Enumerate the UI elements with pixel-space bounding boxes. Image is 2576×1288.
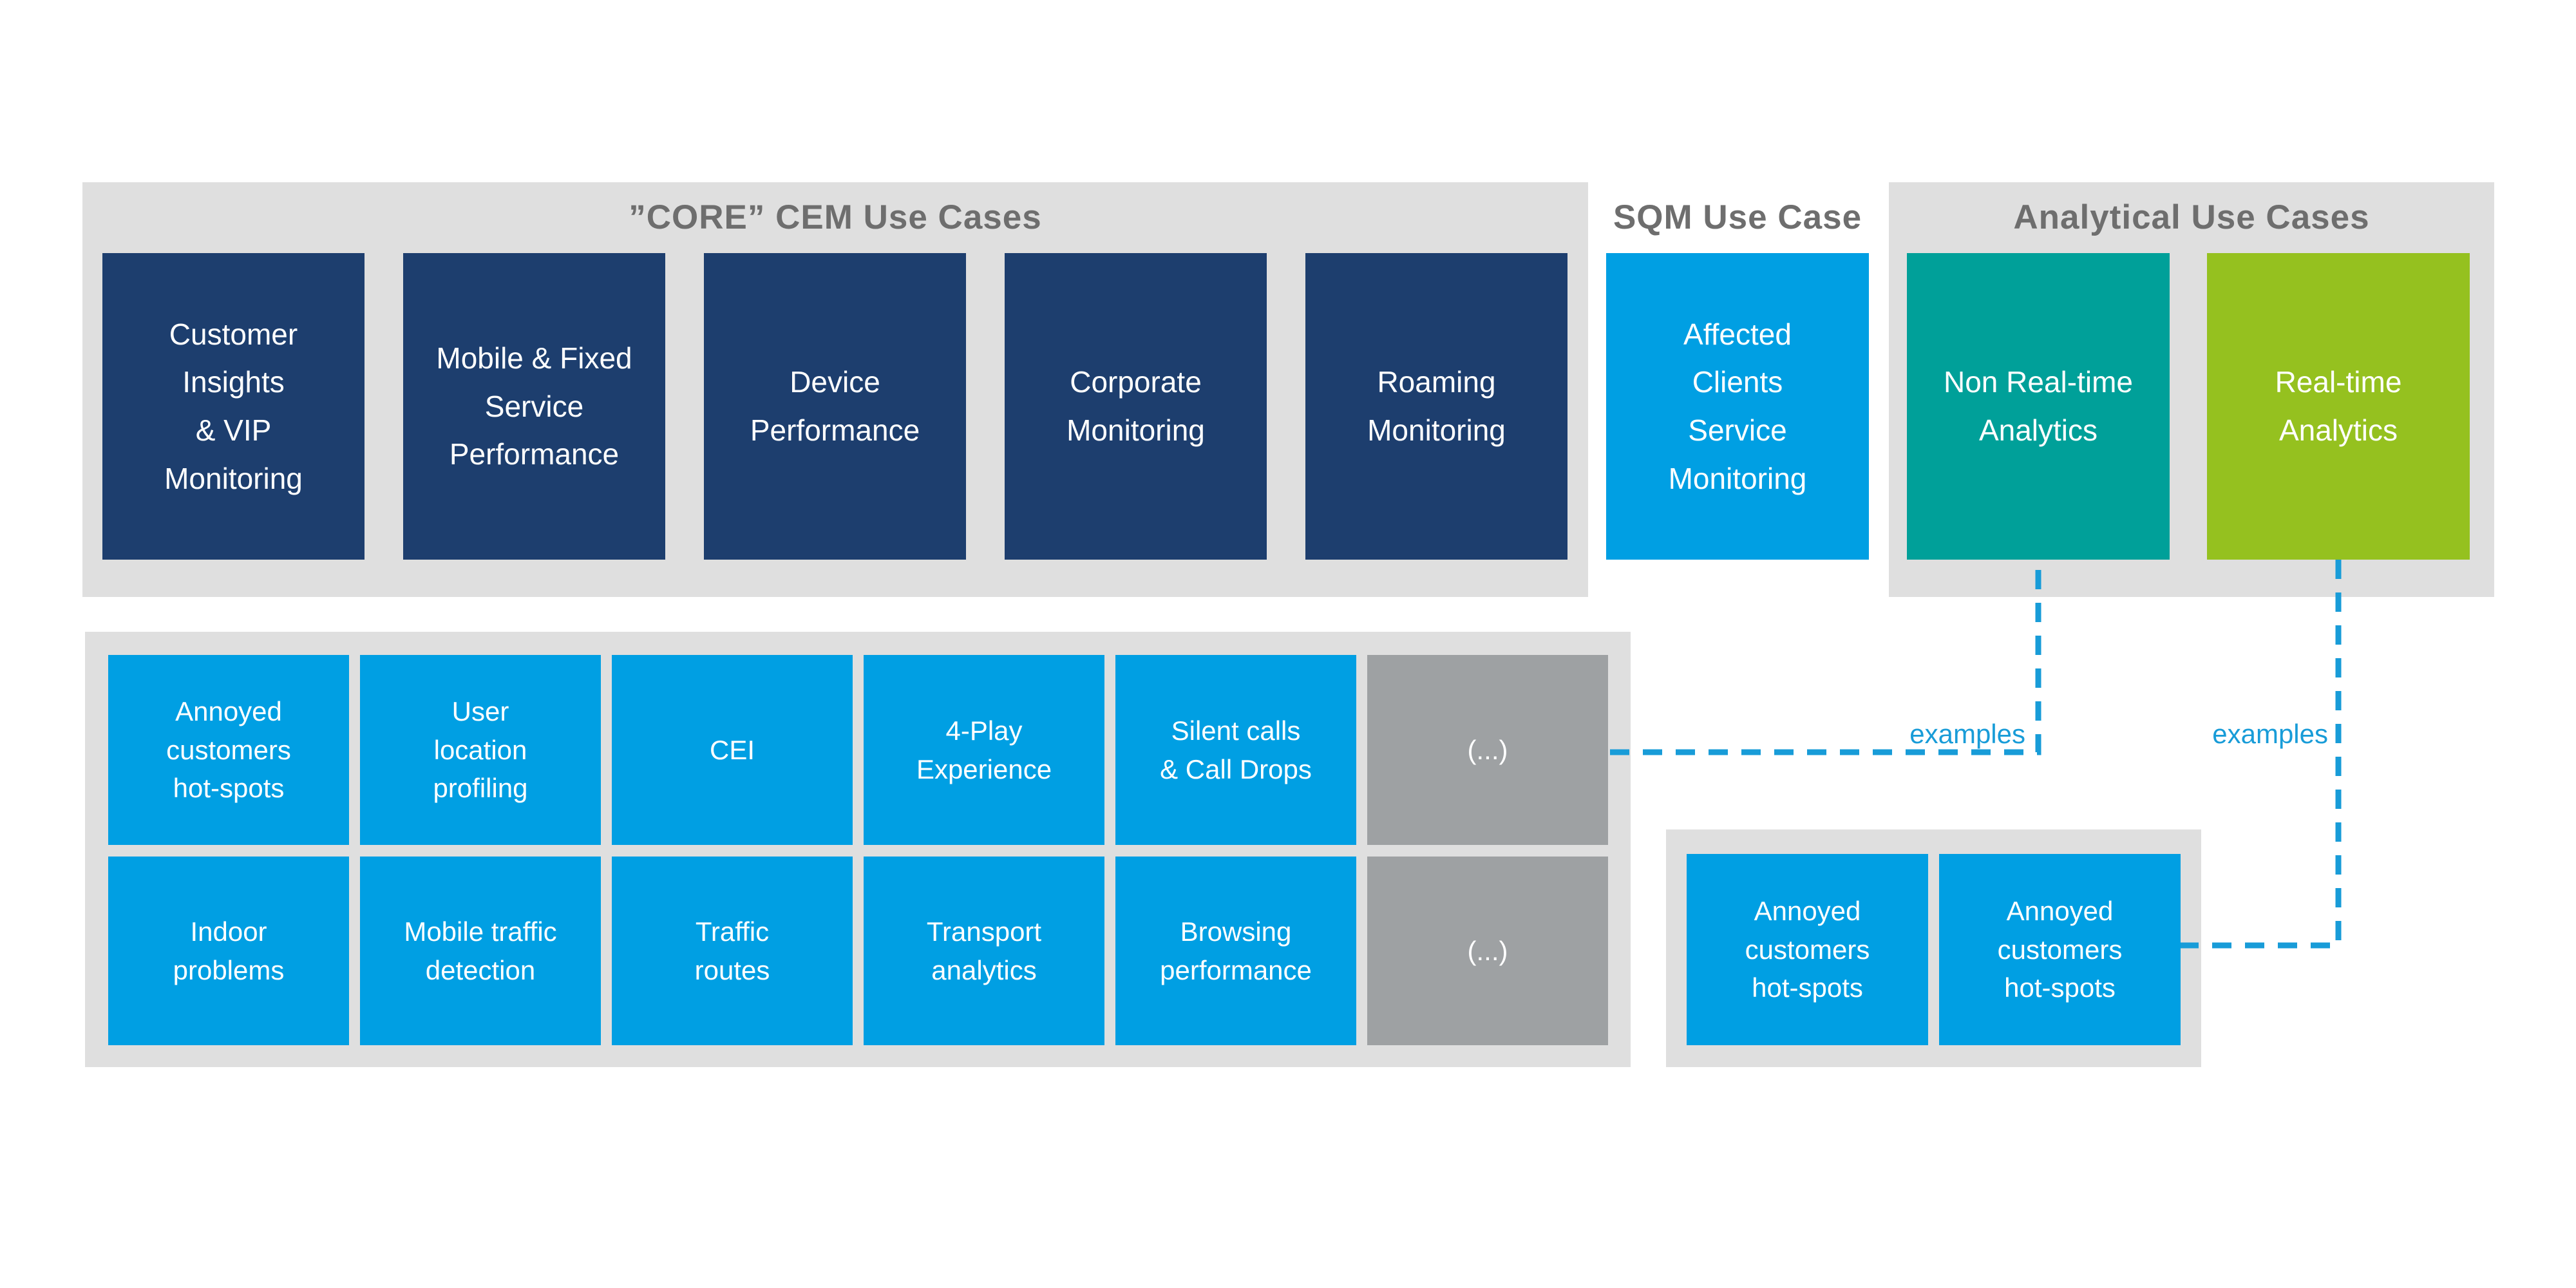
box-traffic-routes: Traffic routes: [612, 857, 853, 1045]
box-browsing-performance: Browsing performance: [1115, 857, 1356, 1045]
box-cei: CEI: [612, 655, 853, 845]
examples-label-realtime: examples: [2212, 719, 2328, 749]
box-ellipsis-r1: (...): [1367, 655, 1608, 845]
box-indoor-problems: Indoor problems: [108, 857, 349, 1045]
box-ellipsis-r2: (...): [1367, 857, 1608, 1045]
box-realtime-analytics: Real-time Analytics: [2207, 253, 2470, 560]
box-transport-analytics: Transport analytics: [864, 857, 1104, 1045]
box-mobile-fixed-service-performance: Mobile & Fixed Service Performance: [403, 253, 665, 560]
box-corporate-monitoring: Corporate Monitoring: [1005, 253, 1267, 560]
box-annoyed-customers-hotspots-sm1: Annoyed customers hot-spots: [1687, 854, 1928, 1045]
box-roaming-monitoring: Roaming Monitoring: [1305, 253, 1567, 560]
box-annoyed-customers-hotspots-r1: Annoyed customers hot-spots: [108, 655, 349, 845]
box-user-location-profiling: User location profiling: [360, 655, 601, 845]
box-affected-clients-service-monitoring: Affected Clients Service Monitoring: [1606, 253, 1869, 560]
core-cem-title: ”CORE” CEM Use Cases: [629, 198, 1042, 236]
connector-realtime-examples-line: [2181, 560, 2342, 949]
box-non-realtime-analytics: Non Real-time Analytics: [1907, 253, 2170, 560]
box-silent-calls-call-drops: Silent calls & Call Drops: [1115, 655, 1356, 845]
examples-label-nonrealtime: examples: [1909, 719, 2025, 749]
box-4play-experience: 4-Play Experience: [864, 655, 1104, 845]
box-annoyed-customers-hotspots-sm2: Annoyed customers hot-spots: [1939, 854, 2181, 1045]
box-mobile-traffic-detection: Mobile traffic detection: [360, 857, 601, 1045]
analytical-title: Analytical Use Cases: [2013, 198, 2370, 236]
sqm-title: SQM Use Case: [1613, 198, 1862, 236]
box-customer-insights-vip-monitoring: Customer Insights & VIP Monitoring: [102, 253, 365, 560]
box-device-performance: Device Performance: [704, 253, 966, 560]
